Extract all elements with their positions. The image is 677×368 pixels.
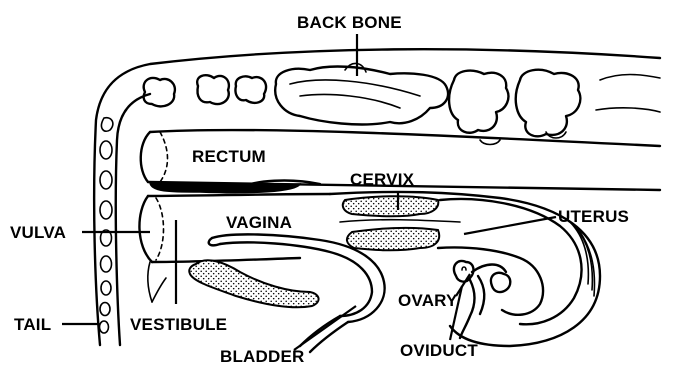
label-uterus: UTERUS — [558, 207, 629, 226]
label-vulva: VULVA — [10, 223, 66, 242]
bladder — [148, 234, 385, 352]
label-ovary: OVARY — [398, 291, 458, 310]
label-cervix: CERVIX — [350, 170, 415, 189]
leader-uterus — [464, 217, 556, 234]
ovary-oviduct — [454, 261, 510, 338]
label-back-bone: BACK BONE — [297, 13, 402, 32]
leader-bladder — [294, 306, 356, 350]
back-bone-vertebrae — [144, 63, 660, 144]
label-bladder: BLADDER — [220, 347, 305, 366]
cervix — [340, 196, 460, 250]
labels: BACK BONE RECTUM CERVIX UTERUS VULVA VAG… — [10, 13, 629, 366]
label-vagina: VAGINA — [226, 213, 292, 232]
label-tail: TAIL — [14, 315, 51, 334]
label-oviduct: OVIDUCT — [400, 341, 478, 360]
leader-ovary — [456, 274, 470, 296]
label-vestibule: VESTIBULE — [130, 315, 227, 334]
tail-vertebrae — [100, 118, 113, 333]
label-rectum: RECTUM — [192, 147, 266, 166]
